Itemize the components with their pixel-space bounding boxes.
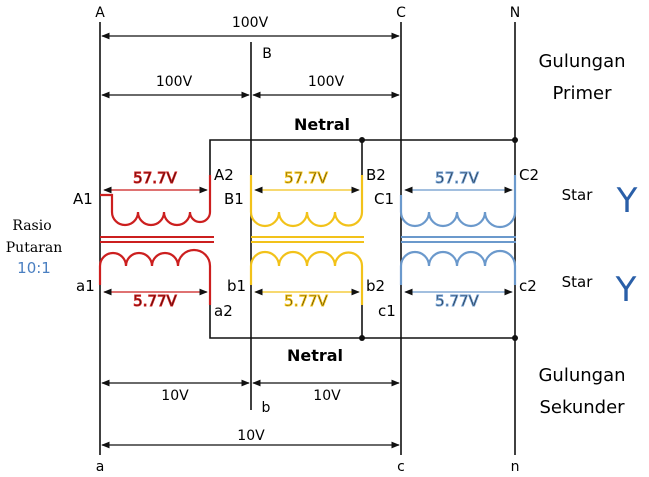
label-secondary-c: c <box>397 459 405 475</box>
secondary-star-label: Star <box>562 273 594 291</box>
secondary-neutral-junction-2 <box>512 335 518 341</box>
primary-star-label: Star <box>562 186 594 204</box>
terminal-c1-secondary: c1 <box>378 302 396 320</box>
voltage-secondary-ab: 10V <box>161 388 189 404</box>
label-secondary-b: b <box>262 400 271 416</box>
voltage-primary-ac: 100V <box>232 15 269 31</box>
secondary-coil-c <box>399 249 517 285</box>
secondary-neutral-junction-1 <box>359 335 365 341</box>
primary-winding-title-1: Gulungan <box>538 51 625 72</box>
primary-neutral-junction-1 <box>359 137 365 143</box>
secondary-coil-a <box>98 248 212 305</box>
secondary-coil-b <box>249 250 364 305</box>
core-phase-c <box>401 236 516 243</box>
secondary-neutral-label: Netral <box>287 346 343 365</box>
primary-neutral-junction-2 <box>512 137 518 143</box>
secondary-winding-title-1: Gulungan <box>538 365 625 386</box>
voltage-primary-bc: 100V <box>308 74 345 90</box>
voltage-secondary-coil-b: 5.77V <box>284 292 328 310</box>
voltage-secondary-coil-a: 5.77V <box>133 292 177 310</box>
terminal-a1-secondary: a1 <box>76 277 95 295</box>
label-primary-c: C <box>396 5 406 21</box>
ratio-value: 10:1 <box>17 259 51 277</box>
label-secondary-a: a <box>96 459 105 475</box>
label-secondary-n: n <box>511 459 520 475</box>
terminal-a2-secondary: a2 <box>214 302 233 320</box>
primary-neutral-bus <box>209 139 515 175</box>
voltage-secondary-bc: 10V <box>313 388 341 404</box>
primary-coil-c <box>399 175 517 229</box>
primary-neutral-label: Netral <box>294 115 350 134</box>
terminal-c2: C2 <box>519 166 539 184</box>
label-primary-b: B <box>262 46 272 62</box>
terminal-c2-secondary: c2 <box>519 277 537 295</box>
label-primary-n: N <box>510 5 520 21</box>
core-phase-b <box>251 236 364 243</box>
primary-coil-a <box>100 175 212 227</box>
secondary-neutral-bus <box>209 305 515 339</box>
voltage-secondary-ac: 10V <box>237 428 265 444</box>
ratio-label-line-2: Putaran <box>6 240 62 256</box>
terminal-b1-secondary: b1 <box>227 277 246 295</box>
core-phase-a <box>100 236 214 243</box>
label-primary-a: A <box>95 5 105 21</box>
terminal-b2-secondary: b2 <box>366 277 385 295</box>
terminal-c1: C1 <box>374 190 394 208</box>
primary-winding-title-2: Primer <box>553 83 613 104</box>
terminal-a2: A2 <box>214 166 234 184</box>
terminal-b1: B1 <box>224 190 244 208</box>
voltage-primary-coil-c: 57.7V <box>435 169 479 187</box>
terminal-b2: B2 <box>366 166 386 184</box>
secondary-star-symbol: Y <box>615 270 637 310</box>
voltage-primary-coil-b: 57.7V <box>284 169 328 187</box>
voltage-primary-ab: 100V <box>156 74 193 90</box>
terminal-a1: A1 <box>73 190 93 208</box>
voltage-secondary-coil-c: 5.77V <box>435 292 479 310</box>
secondary-winding-title-2: Sekunder <box>539 397 625 418</box>
primary-coil-b <box>249 175 364 228</box>
ratio-label-line-1: Rasio <box>12 218 51 234</box>
voltage-primary-coil-a: 57.7V <box>133 169 177 187</box>
primary-star-symbol: Y <box>616 181 638 221</box>
